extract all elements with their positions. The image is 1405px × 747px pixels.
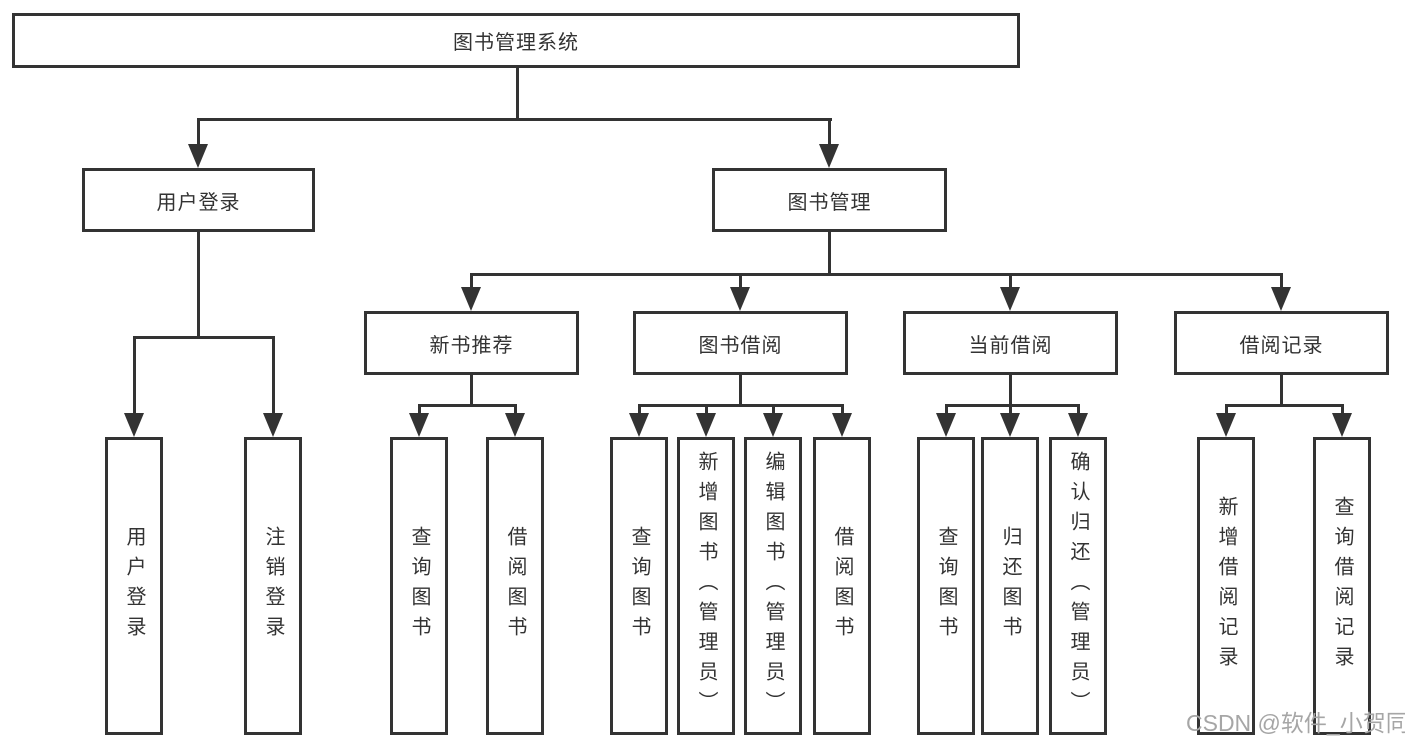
arrowhead-down: [730, 287, 750, 311]
connector-book-borrow-v: [739, 375, 742, 407]
leaf-cb-query-books: 查询图书: [917, 437, 975, 735]
connector-stem: [514, 404, 517, 416]
connector-borrow-records-v: [1280, 375, 1283, 407]
node-label: 编辑图书（管理员）: [762, 451, 784, 721]
node-new-book-recommend: 新书推荐: [364, 311, 579, 375]
connector-stem: [197, 118, 200, 148]
connector-stem: [638, 404, 641, 416]
connector-l1-h: [197, 118, 832, 121]
arrowhead-down: [1000, 287, 1020, 311]
connector-stem: [418, 404, 421, 416]
connector-stem: [133, 336, 136, 416]
leaf-br-query-record: 查询借阅记录: [1313, 437, 1371, 735]
arrowhead-down: [263, 413, 283, 437]
node-label: 归还图书: [999, 526, 1021, 646]
arrowhead-down: [629, 413, 649, 437]
arrowhead-down: [1216, 413, 1236, 437]
arrowhead-down: [763, 413, 783, 437]
connector-current-borrow-v: [1009, 375, 1012, 407]
leaf-logout: 注销登录: [244, 437, 302, 735]
node-label: 图书管理: [787, 191, 872, 214]
connector-current-borrow-h: [945, 404, 1080, 407]
connector-stem: [1009, 404, 1012, 416]
node-book-management: 图书管理: [712, 168, 947, 232]
node-label: 查询借阅记录: [1331, 496, 1353, 676]
arrowhead-down: [936, 413, 956, 437]
node-label: 注销登录: [262, 526, 284, 646]
arrowhead-down: [1332, 413, 1352, 437]
connector-new-book-v: [470, 375, 473, 407]
arrowhead-down: [819, 144, 839, 168]
leaf-nb-query-books: 查询图书: [390, 437, 448, 735]
connector-user-login-v: [197, 232, 200, 339]
node-label: 借阅图书: [831, 526, 853, 646]
node-borrow-records: 借阅记录: [1174, 311, 1389, 375]
node-user-login: 用户登录: [82, 168, 315, 232]
connector-stem: [1009, 273, 1012, 290]
node-label: 新书推荐: [429, 334, 514, 357]
arrowhead-down: [409, 413, 429, 437]
leaf-bb-query-books: 查询图书: [610, 437, 668, 735]
connector-stem: [739, 273, 742, 290]
connector-book-borrow-h: [638, 404, 844, 407]
connector-stem: [841, 404, 844, 416]
leaf-bb-borrow-books: 借阅图书: [813, 437, 871, 735]
node-label: 新增图书（管理员）: [695, 451, 717, 721]
leaf-nb-borrow-books: 借阅图书: [486, 437, 544, 735]
connector-stem: [945, 404, 948, 416]
connector-stem: [1341, 404, 1344, 416]
node-label: 查询图书: [408, 526, 430, 646]
connector-l3-h: [470, 273, 1283, 276]
leaf-cb-confirm-return-admin: 确认归还（管理员）: [1049, 437, 1107, 735]
arrowhead-down: [188, 144, 208, 168]
node-label: 图书借阅: [698, 334, 783, 357]
node-label: 用户登录: [123, 526, 145, 646]
arrowhead-down: [1271, 287, 1291, 311]
csdn-watermark: CSDN @软件_小贺同学: [1186, 710, 1405, 736]
leaf-bb-edit-books-admin: 编辑图书（管理员）: [744, 437, 802, 735]
connector-user-login-h: [133, 336, 275, 339]
connector-stem: [470, 273, 473, 290]
arrowhead-down: [461, 287, 481, 311]
node-label: 确认归还（管理员）: [1067, 451, 1089, 721]
node-label: 查询图书: [628, 526, 650, 646]
arrowhead-down: [505, 413, 525, 437]
node-label: 用户登录: [156, 191, 241, 214]
leaf-cb-return-books: 归还图书: [981, 437, 1039, 735]
node-label: 借阅图书: [504, 526, 526, 646]
arrowhead-down: [124, 413, 144, 437]
arrowhead-down: [1068, 413, 1088, 437]
node-current-borrow: 当前借阅: [903, 311, 1118, 375]
node-label: 新增借阅记录: [1215, 496, 1237, 676]
connector-new-book-h: [418, 404, 517, 407]
node-label: 查询图书: [935, 526, 957, 646]
connector-stem: [272, 336, 275, 416]
connector-stem: [1280, 273, 1283, 290]
connector-borrow-records-h: [1225, 404, 1344, 407]
connector-root-v: [516, 68, 519, 121]
connector-book-mgmt-v: [828, 232, 831, 276]
node-book-borrow: 图书借阅: [633, 311, 848, 375]
connector-stem: [828, 118, 831, 148]
connector-stem: [1077, 404, 1080, 416]
connector-stem: [1225, 404, 1228, 416]
leaf-user-login: 用户登录: [105, 437, 163, 735]
arrowhead-down: [832, 413, 852, 437]
arrowhead-down: [696, 413, 716, 437]
connector-stem: [705, 404, 708, 416]
node-label: 借阅记录: [1239, 334, 1324, 357]
node-library-management-system: 图书管理系统: [12, 13, 1020, 68]
arrowhead-down: [1000, 413, 1020, 437]
leaf-bb-add-books-admin: 新增图书（管理员）: [677, 437, 735, 735]
leaf-br-add-record: 新增借阅记录: [1197, 437, 1255, 735]
connector-stem: [772, 404, 775, 416]
node-label: 当前借阅: [968, 334, 1053, 357]
node-label: 图书管理系统: [453, 32, 579, 54]
